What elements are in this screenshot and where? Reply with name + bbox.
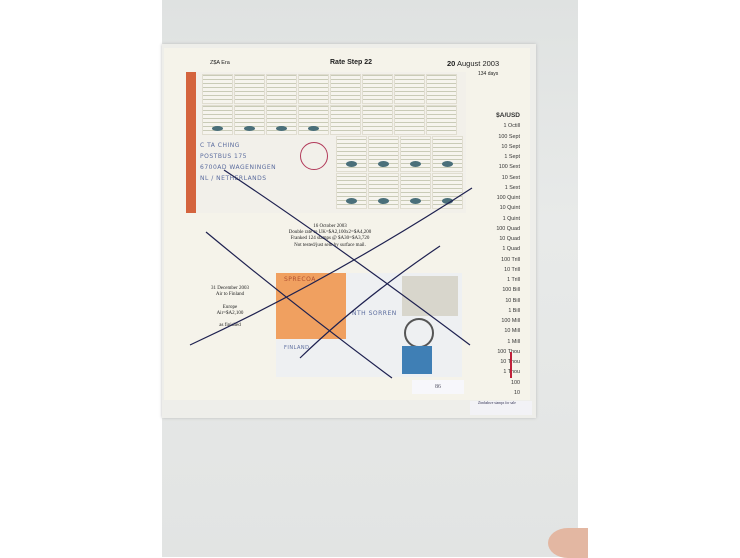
bird-icon: [377, 160, 390, 167]
bird-icon: [409, 197, 422, 204]
pen-line: [189, 187, 473, 346]
address-line: C TA CHING: [200, 142, 240, 149]
stamp: [298, 105, 329, 135]
bird-icon: [345, 160, 358, 167]
stamp: [394, 74, 425, 104]
date-label: 20 August 2003: [447, 59, 499, 68]
pen-line: [299, 245, 441, 359]
stamp: [426, 105, 457, 135]
note-line: Franked 124 stamps @ $A30=$A3,720: [290, 236, 370, 242]
dealer-sticker: Zimbabwe stamps for sale: [470, 401, 532, 415]
note-line: Europe: [222, 304, 238, 310]
bird-icon: [409, 160, 422, 167]
bird-icon: [345, 197, 358, 204]
scale-item: 10 Quad: [499, 236, 520, 242]
postmark-circle: [300, 142, 328, 170]
bird-icon: [441, 197, 454, 204]
scale-item: 1 Sext: [504, 184, 520, 191]
scale-item: 10 Mill: [504, 328, 520, 335]
note-line: Air to Finland: [215, 292, 245, 298]
scale-item: 1 Octill: [503, 123, 520, 130]
stamp: [368, 173, 399, 209]
era-label: Z$A Era: [210, 60, 230, 66]
pen-line: [205, 231, 393, 379]
scale-item: 1 Sept: [504, 154, 520, 160]
note-line: Air=$A2,100: [216, 310, 244, 316]
address-line: POSTBUS 175: [200, 153, 247, 160]
stamp: [368, 136, 399, 172]
stamp: [266, 105, 297, 135]
stamp: [400, 173, 431, 209]
address-line: 6700AD WAGENINGEN: [200, 164, 277, 171]
scale-item: 10 Quint: [499, 205, 520, 212]
scale-item: 1 Bill: [508, 307, 520, 314]
note-line: 16 October 2003: [313, 224, 347, 229]
scale-item: 100 Quint: [496, 195, 520, 201]
stamp: [202, 105, 233, 135]
stamp: [266, 74, 297, 104]
scale-item: 100 Sext: [498, 164, 520, 171]
finger: [548, 528, 588, 558]
exchange-rate-scale: $A/USD 1 Octill 100 Sept 10 Sept 1 Sept 100 S…: [470, 111, 520, 398]
scale-item: 10 Sept: [501, 143, 520, 150]
scale-item: 100 Thou: [497, 348, 520, 355]
scale-item: 10: [514, 389, 520, 396]
scale-item: 10 Trill: [504, 266, 520, 273]
stamp: [336, 173, 367, 209]
bird-icon: [377, 197, 390, 204]
stamp: [400, 136, 431, 172]
scale-item: 1 Mill: [507, 338, 520, 345]
note-line: 31 December 2003: [210, 286, 250, 291]
sticky-note-text: SPRECOA: [284, 276, 316, 283]
address-line: NL / NETHERLANDS: [200, 175, 267, 182]
scale-item: 100 Quad: [496, 225, 520, 232]
handwritten-tag: 86: [412, 380, 464, 394]
address-text: NTH SORREN: [352, 310, 397, 317]
stamp: [234, 105, 265, 135]
stamp-block-top: [202, 74, 457, 135]
bird-icon: [275, 125, 288, 131]
blue-stamp: [402, 346, 432, 374]
scale-item: 10 Sext: [501, 174, 520, 181]
page-title: Rate Step 22: [330, 59, 373, 66]
stamp: [298, 74, 329, 104]
days-label: 134 days: [478, 71, 499, 77]
bird-icon: [441, 160, 454, 167]
stamp: [202, 74, 233, 104]
scale-item: 100: [511, 379, 520, 386]
scale-item: 100 Bill: [502, 287, 520, 294]
cover1-notes: 16 October 2003 Double rate to UK=$A2,10…: [255, 224, 405, 249]
note-line: Double rate to UK=$A2,100x2=$A4,200: [288, 230, 372, 236]
spider-stamp: [402, 276, 458, 316]
scale-heading: $A/USD: [496, 112, 520, 119]
scale-item: 1 Quint: [502, 215, 520, 222]
scale-item: 100 Mill: [501, 318, 520, 324]
stamp: [362, 105, 393, 135]
date-day: 20: [447, 59, 456, 68]
stamp: [432, 136, 463, 172]
bird-icon: [243, 125, 256, 131]
stamp: [426, 74, 457, 104]
scale-item: 100 Sept: [498, 133, 520, 140]
pen-line: [223, 169, 471, 346]
note-line: Not tested/just sent by surface mail.: [294, 242, 366, 248]
stamp: [330, 105, 361, 135]
bird-icon: [307, 125, 320, 131]
city-text: FINLAND: [284, 345, 310, 351]
stamp: [330, 74, 361, 104]
stamp: [362, 74, 393, 104]
scale-item: 1 Trill: [507, 277, 520, 283]
date-month-year: August 2003: [455, 59, 500, 68]
stamp: [336, 136, 367, 172]
scale-item: 1 Quad: [502, 246, 520, 253]
stamp: [394, 105, 425, 135]
stamp: [234, 74, 265, 104]
handwritten-address: C TA CHING POSTBUS 175 6700AD WAGENINGEN…: [200, 140, 276, 184]
bird-icon: [211, 125, 224, 131]
scale-item: 10 Bill: [505, 297, 520, 304]
scale-item: 100 Trill: [501, 256, 520, 263]
